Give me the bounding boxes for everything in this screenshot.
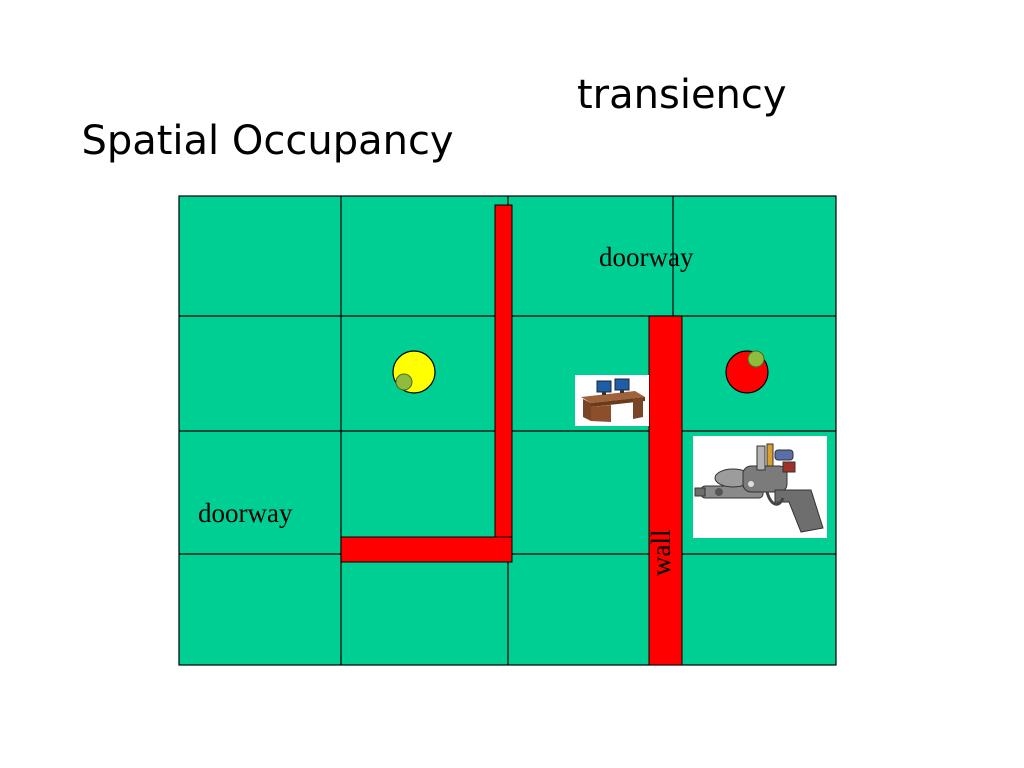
title-transiency: transiency — [577, 72, 787, 118]
wall-vertical-left — [494, 204, 513, 561]
title-spatial-occupancy: Spatial Occupancy — [81, 118, 454, 164]
red-occupant-icon — [725, 350, 769, 394]
slide-title: Spatial Occupancy transiency — [56, 72, 786, 210]
doorway-label-top: doorway — [599, 242, 694, 272]
wall-vertical-right — [648, 315, 683, 666]
wall-label: wall — [646, 529, 676, 577]
ray-gun-icon — [693, 436, 827, 538]
desk-with-computers-icon — [575, 375, 649, 426]
wall-horizontal — [340, 536, 513, 563]
doorway-label-left: doorway — [198, 498, 293, 528]
yellow-occupant-icon — [392, 350, 436, 394]
